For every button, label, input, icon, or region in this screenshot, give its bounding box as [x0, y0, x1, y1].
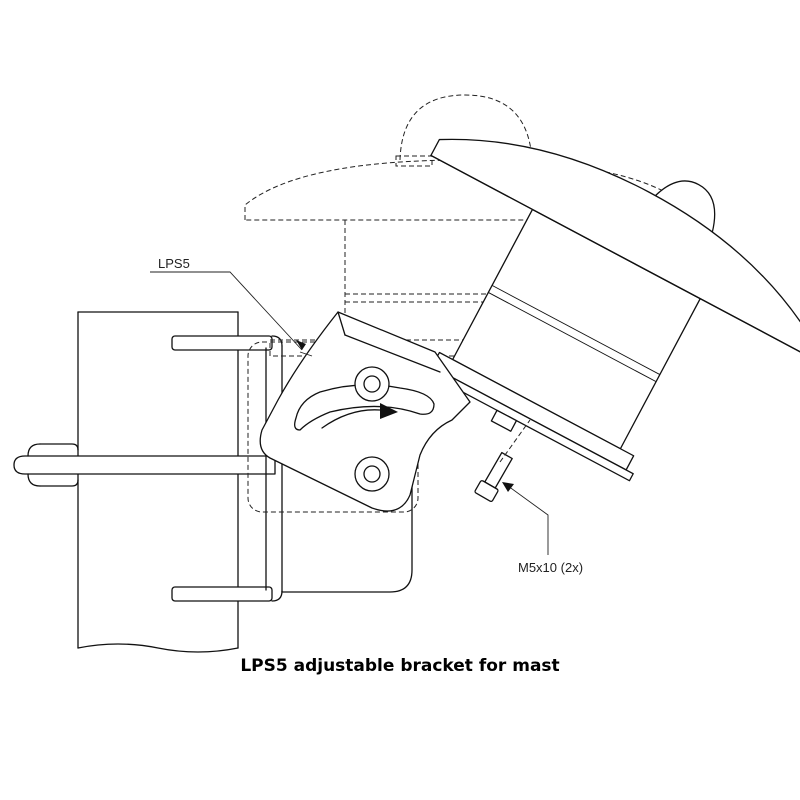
- figure-caption: LPS5 adjustable bracket for mast: [240, 656, 560, 676]
- u-bolt-bottom: [171, 586, 283, 602]
- bolt-upper: [354, 366, 390, 402]
- label-screw: M5x10 (2x): [518, 560, 583, 575]
- sensor-tilted: [420, 138, 800, 482]
- bolt-lower: [354, 456, 390, 492]
- mounting-plate: [265, 345, 413, 593]
- screw-axis-line: [499, 419, 531, 463]
- rotation-arrow: [321, 403, 398, 429]
- label-lps5-group: LPS5: [150, 256, 313, 357]
- label-screw-group: M5x10 (2x): [502, 482, 583, 575]
- adjustable-bracket: [259, 311, 471, 512]
- u-bolt-top: [171, 335, 283, 351]
- screw-m5x10: [474, 451, 513, 503]
- label-lps5: LPS5: [158, 256, 190, 271]
- u-bolt-horizontal: [13, 443, 276, 487]
- mast: [77, 311, 239, 653]
